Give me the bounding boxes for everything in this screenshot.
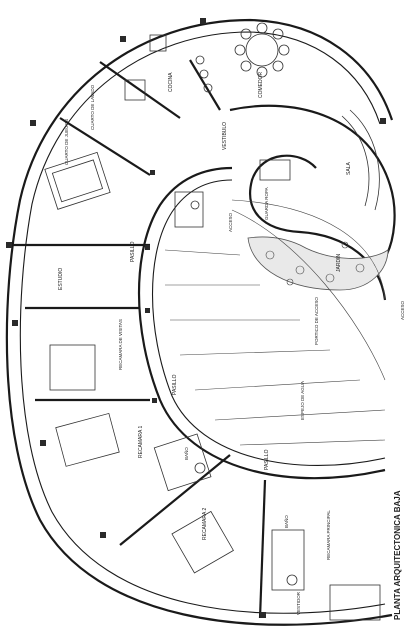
portico-radials: [164, 199, 386, 446]
sala-sofas: [259, 109, 380, 211]
label-cuarto-juegos: CUARTO DE JUEGOS: [64, 119, 69, 165]
pool-table: [44, 151, 111, 210]
inner-arc-wall: [137, 166, 386, 480]
label-pasillo-2: PASILLO: [172, 374, 178, 395]
label-comedor: COMEDOR: [258, 72, 264, 99]
label-acceso-2: ACCESO: [400, 300, 405, 320]
label-recamara-visitas: RECAMARA DE VISITAS: [118, 319, 123, 370]
label-acceso-1: ACCESO: [228, 212, 233, 232]
label-sala: SALA: [346, 162, 352, 175]
label-espejo-agua: ESPEJO DE AGUA: [300, 381, 305, 420]
label-recamara-2: RECAMARA 2: [202, 508, 208, 540]
dining-table: [234, 22, 290, 78]
label-cocina: COCINA: [168, 72, 174, 92]
label-guarda-ropa: GUARDA ROPA: [264, 187, 269, 220]
kitchen-fixtures: [124, 34, 213, 101]
label-jardin: JARDIN: [336, 254, 342, 272]
label-vestidor: VESTIDOR: [296, 591, 301, 615]
beds: [49, 344, 381, 621]
label-pasillo-3: PASILLO: [264, 449, 270, 470]
bathroom-fixtures: [153, 191, 305, 591]
label-bano-1: BAÑO: [183, 447, 189, 460]
garden-area: [247, 236, 389, 291]
inner-spiral-wall: [229, 104, 396, 301]
columns: [6, 18, 386, 618]
label-cuarto-lavado: CUARTO DE LAVADO: [90, 84, 95, 130]
label-bano-2: BAÑO: [283, 515, 289, 528]
outer-wall: [5, 18, 394, 626]
label-recamara-1: RECAMARA 1: [138, 426, 144, 458]
label-recamara-principal: RECAMARA PRINCIPAL: [326, 510, 331, 560]
drawing-title: PLANTA ARQUITECTONICA BAJA: [393, 490, 402, 620]
label-vestibulo: VESTIBULO: [222, 122, 228, 150]
label-portico: PORTICO DE ACCESO: [314, 297, 319, 345]
label-pasillo-1: PASILLO: [130, 241, 136, 262]
garden-trees: [265, 241, 365, 286]
label-estudio: ESTUDIO: [58, 268, 64, 290]
